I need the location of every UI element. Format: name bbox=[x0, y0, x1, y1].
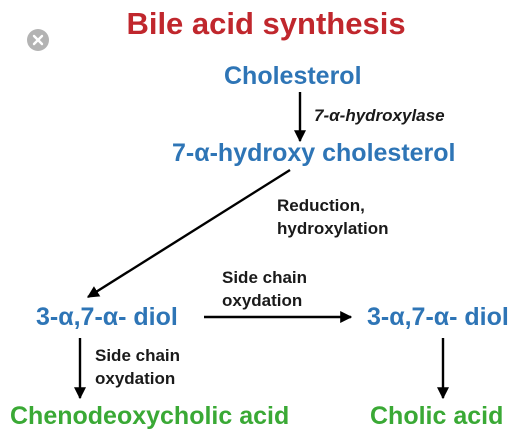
node-cholic-acid: Cholic acid bbox=[370, 402, 504, 430]
label-enzyme: 7-α-hydroxylase bbox=[314, 106, 445, 125]
label-side-chain-top: Side chain oxydation bbox=[222, 266, 307, 312]
close-icon bbox=[32, 34, 44, 46]
label-side-chain-left-line2: oxydation bbox=[95, 369, 176, 388]
node-diol-right: 3-α,7-α- diol bbox=[367, 303, 509, 331]
label-side-chain-left: Side chain oxydation bbox=[95, 344, 180, 390]
diagram-title: Bile acid synthesis bbox=[126, 6, 406, 41]
label-side-chain-top-line2: oxydation bbox=[222, 291, 303, 310]
arrow-hydroxy-to-diol bbox=[86, 168, 291, 299]
label-reduction-line1: Reduction, bbox=[277, 196, 365, 215]
label-reduction: Reduction, hydroxylation bbox=[277, 194, 388, 240]
label-side-chain-left-line1: Side chain bbox=[95, 346, 181, 365]
node-7-alpha-hydroxy-cholesterol: 7-α-hydroxy cholesterol bbox=[172, 139, 456, 167]
label-side-chain-top-line1: Side chain bbox=[222, 268, 308, 287]
node-cholesterol: Cholesterol bbox=[224, 62, 362, 90]
label-reduction-line2: hydroxylation bbox=[277, 219, 389, 238]
node-chenodeoxycholic-acid: Chenodeoxycholic acid bbox=[10, 402, 290, 430]
close-button[interactable] bbox=[27, 29, 49, 51]
node-diol-left: 3-α,7-α- diol bbox=[36, 303, 178, 331]
